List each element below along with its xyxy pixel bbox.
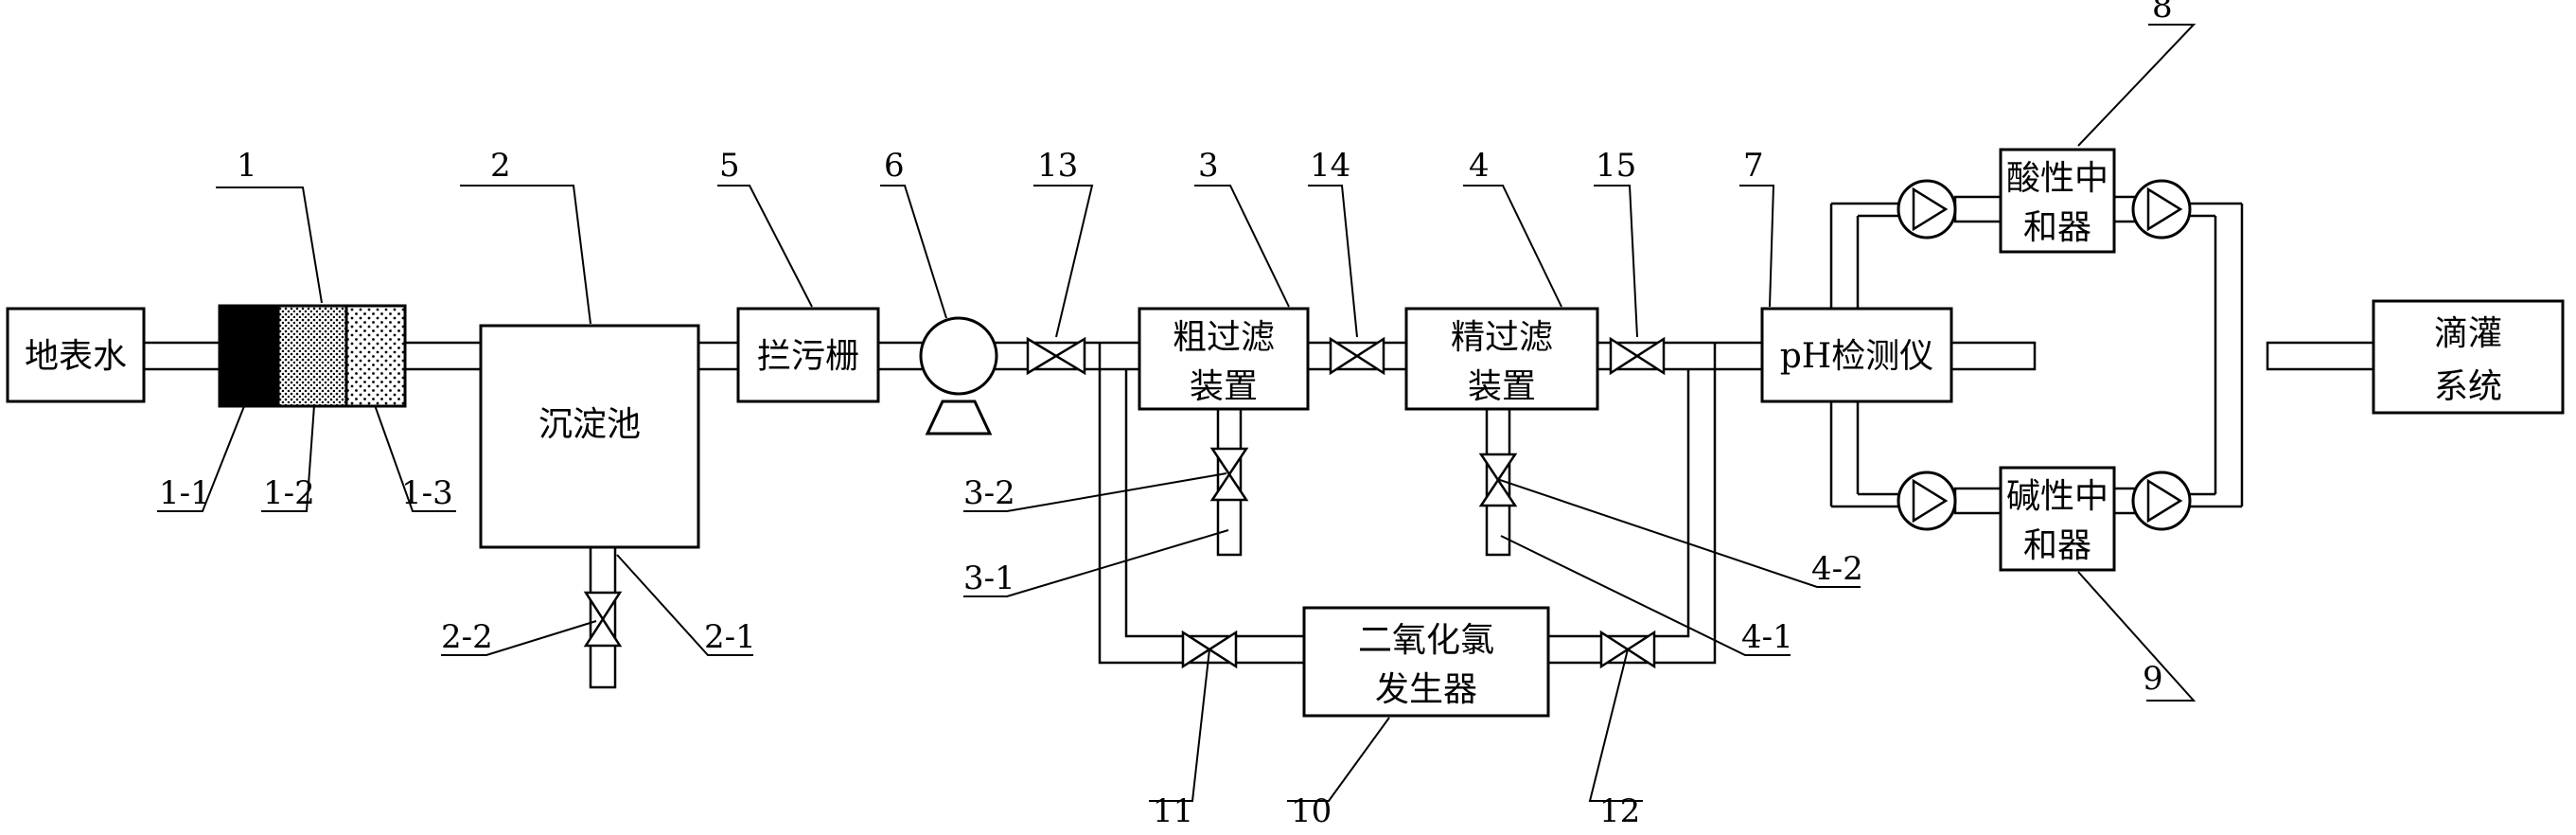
chlorine-dioxide-label-1: 二氧化氯 (1358, 621, 1494, 660)
coarse-filter-box: 粗过滤 装置 (1138, 307, 1310, 411)
prefilter-layer-1-3 (344, 304, 407, 408)
label-8: 8 (2152, 0, 2173, 26)
chlorine-dioxide-label-2: 发生器 (1375, 670, 1477, 709)
label-14: 14 (1310, 147, 1350, 185)
trash-rack-box: 拦污栅 (736, 307, 880, 403)
pump-acid-out (2131, 179, 2192, 240)
leader-lines (157, 24, 2197, 802)
label-1-1: 1-1 (159, 474, 211, 512)
acid-neutralizer-box: 酸性中 和器 (1999, 148, 2116, 254)
label-1-3: 1-3 (401, 474, 453, 512)
pump-alkali-in (1897, 471, 1957, 531)
label-1-2: 1-2 (263, 474, 315, 512)
label-4-1: 4-1 (1741, 618, 1793, 656)
label-2: 2 (490, 147, 511, 185)
label-4: 4 (1469, 147, 1490, 185)
valve-3-2 (1209, 447, 1249, 502)
fine-filter-label-1: 精过滤 (1451, 318, 1553, 357)
alkali-neutralizer-label-2: 和器 (2023, 526, 2091, 565)
prefilter-layer-1-2 (276, 304, 348, 408)
label-7: 7 (1743, 147, 1764, 185)
pipe-ph-to-manifold (1950, 341, 2037, 371)
valve-14 (1329, 336, 1385, 376)
fine-filter-box: 精过滤 装置 (1404, 307, 1599, 411)
acid-neutralizer-label-1: 酸性中 (2006, 159, 2108, 198)
label-13: 13 (1037, 147, 1078, 185)
label-6: 6 (884, 147, 905, 185)
sedimentation-tank: 沉淀池 (479, 324, 700, 549)
label-12: 12 (1599, 792, 1640, 830)
fine-filter-label-2: 装置 (1468, 367, 1536, 406)
label-5: 5 (719, 147, 740, 185)
label-10: 10 (1291, 792, 1332, 830)
sedimentation-tank-label: 沉淀池 (538, 405, 641, 444)
valve-15 (1609, 336, 1666, 376)
label-11: 11 (1153, 792, 1193, 830)
label-3-2: 3-2 (963, 474, 1015, 512)
pump-6 (919, 316, 998, 435)
pipe-tank-to-rack (697, 341, 740, 371)
alkali-neutralizer-label-1: 碱性中 (2006, 477, 2108, 516)
label-4-2: 4-2 (1811, 550, 1863, 588)
pipe-rack-to-pump (876, 341, 927, 371)
pipe-prefilter-to-tank (403, 341, 483, 371)
number-labels: 1 2 3 4 5 6 7 8 9 10 11 12 13 14 15 1-1 … (159, 0, 2173, 830)
alkali-neutralizer-box: 碱性中 和器 (1999, 466, 2116, 572)
coarse-filter-label-1: 粗过滤 (1173, 318, 1275, 357)
label-2-1: 2-1 (704, 618, 756, 656)
drip-system-box: 滴灌 系统 (2372, 299, 2565, 415)
pipe-water-to-prefilter (142, 341, 221, 371)
prefilter-layer-1-1 (218, 304, 280, 408)
pipe-manifold-to-drip (2266, 341, 2375, 371)
label-2-2: 2-2 (441, 618, 493, 656)
surface-water-label: 地表水 (25, 337, 127, 376)
acid-neutralizer-label-2: 和器 (2023, 208, 2091, 247)
drip-system-label-2: 系统 (2434, 367, 2502, 406)
label-1: 1 (237, 147, 257, 185)
label-3: 3 (1198, 147, 1219, 185)
label-15: 15 (1596, 147, 1636, 185)
ph-meter-box: pH检测仪 (1760, 307, 1953, 403)
surface-water-box: 地表水 (6, 307, 146, 403)
pump-acid-in (1897, 179, 1957, 240)
pump-alkali-out (2131, 471, 2192, 531)
drip-system-label-1: 滴灌 (2434, 314, 2502, 353)
ph-meter-label: pH检测仪 (1780, 337, 1933, 376)
prefilter-1 (218, 304, 407, 408)
valve-13 (1026, 336, 1086, 376)
coarse-filter-label-2: 装置 (1190, 367, 1258, 406)
label-3-1: 3-1 (963, 560, 1015, 597)
chlorine-dioxide-generator: 二氧化氯 发生器 (1302, 606, 1550, 718)
trash-rack-label: 拦污栅 (757, 337, 859, 376)
label-9: 9 (2143, 660, 2163, 698)
valve-2-2 (583, 591, 623, 648)
